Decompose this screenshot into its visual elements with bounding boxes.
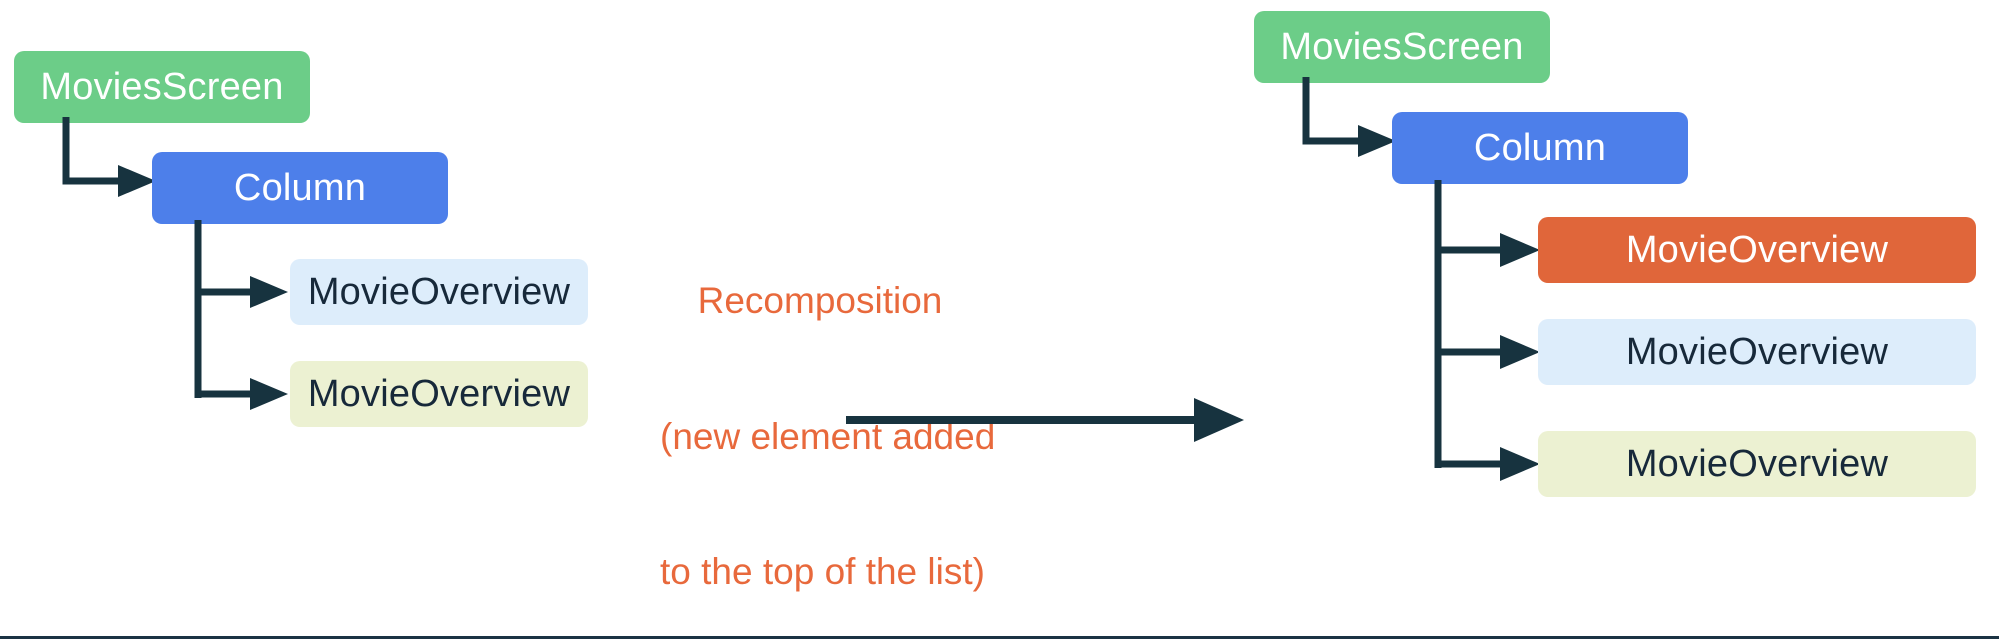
before-column-to-children-connector — [194, 220, 288, 410]
after-movie-overview-3[interactable]: MovieOverview — [1538, 431, 1976, 497]
after-movie-overview-3-label: MovieOverview — [1625, 443, 1889, 485]
before-movies-screen-node[interactable]: MoviesScreen — [14, 51, 310, 123]
before-screen-to-column-connector — [62, 117, 156, 197]
after-column-node[interactable]: Column — [1392, 112, 1688, 184]
after-screen-to-column-connector — [1302, 77, 1396, 157]
before-movie-overview-2-label: MovieOverview — [307, 373, 571, 415]
recomposition-caption-line-1: Recomposition — [697, 280, 943, 322]
before-movie-overview-2[interactable]: MovieOverview — [290, 361, 588, 427]
after-column-label: Column — [1473, 127, 1607, 169]
after-column-to-children-connector — [1434, 180, 1540, 481]
before-movie-overview-1[interactable]: MovieOverview — [290, 259, 588, 325]
before-movies-screen-label: MoviesScreen — [40, 66, 284, 108]
rightwards-arrow-icon — [846, 398, 1244, 442]
after-movie-overview-1-label: MovieOverview — [1625, 229, 1889, 271]
before-column-label: Column — [233, 167, 367, 209]
before-movie-overview-1-label: MovieOverview — [307, 271, 571, 313]
after-movies-screen-node[interactable]: MoviesScreen — [1254, 11, 1550, 83]
after-movie-overview-2[interactable]: MovieOverview — [1538, 319, 1976, 385]
before-column-node[interactable]: Column — [152, 152, 448, 224]
recomposition-caption-line-3: to the top of the list) — [660, 551, 985, 592]
after-movie-overview-2-label: MovieOverview — [1625, 331, 1889, 373]
after-movie-overview-1[interactable]: MovieOverview — [1538, 217, 1976, 283]
after-movies-screen-label: MoviesScreen — [1280, 26, 1524, 68]
